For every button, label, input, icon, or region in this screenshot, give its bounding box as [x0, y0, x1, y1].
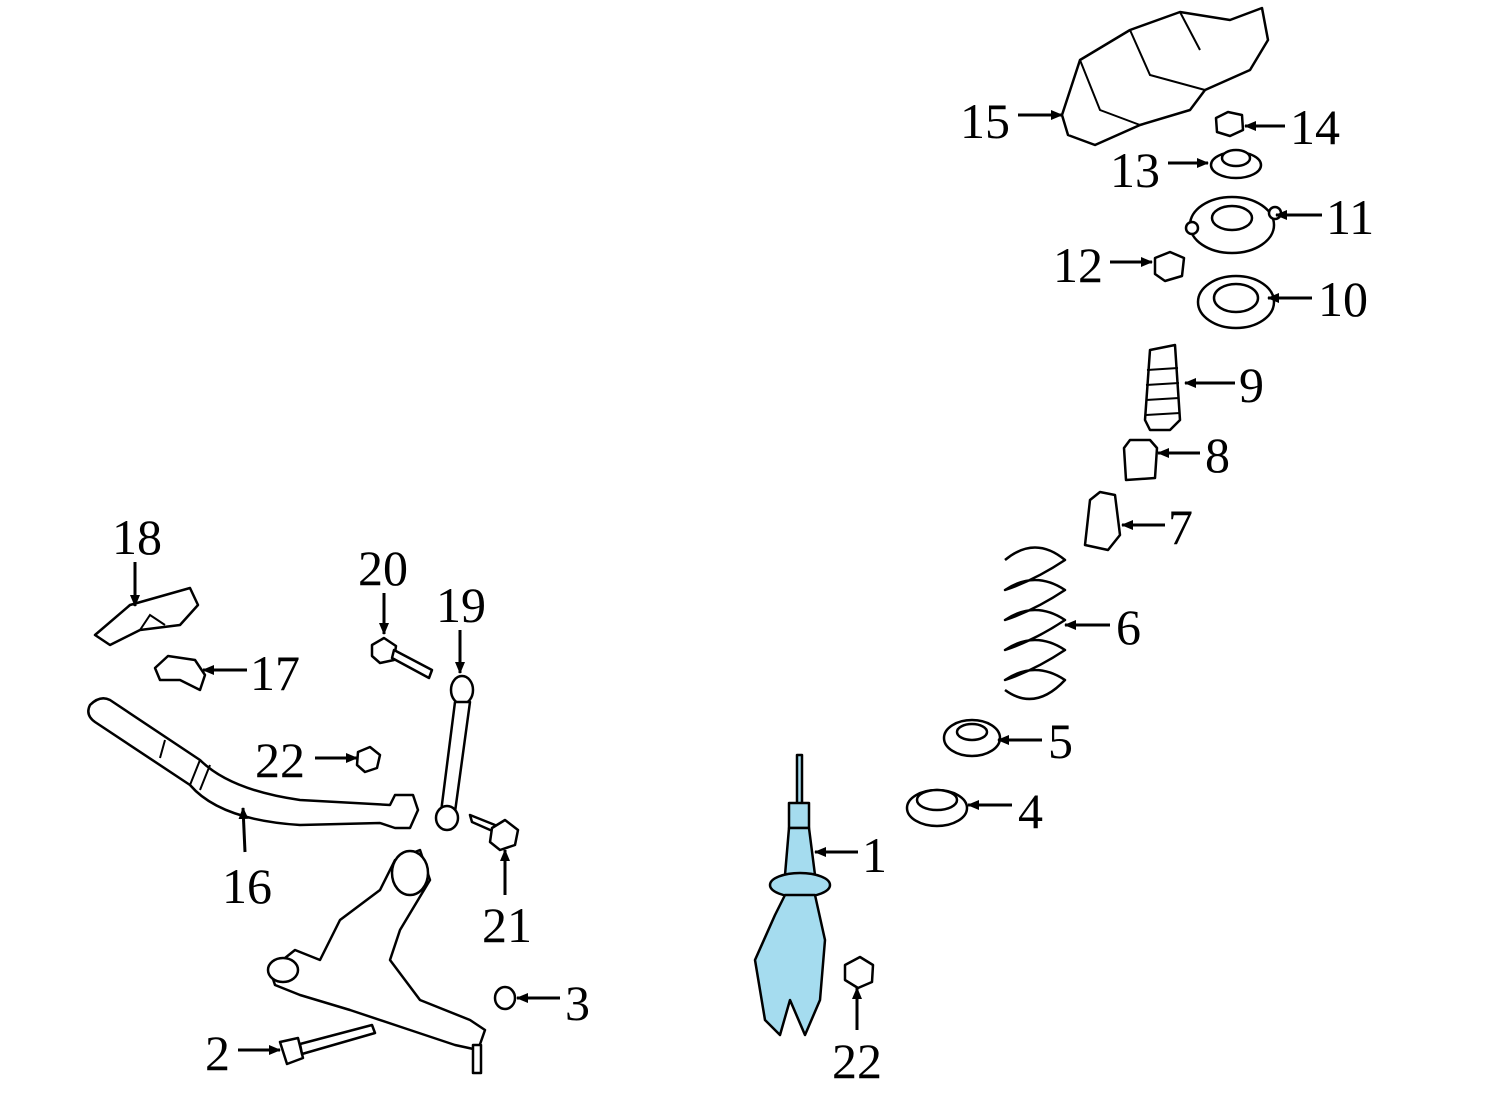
- arrow-16: [238, 807, 249, 853]
- part-15-strut-mount-bracket[interactable]: [1060, 6, 1270, 147]
- part-10-spring-seat[interactable]: [1196, 274, 1276, 330]
- callout-13[interactable]: 13: [1110, 142, 1160, 198]
- part-14-nut[interactable]: [1214, 110, 1245, 138]
- part-8-bump-stop[interactable]: [1122, 438, 1159, 482]
- callout-2[interactable]: 2: [205, 1025, 230, 1081]
- callout-6[interactable]: 6: [1116, 599, 1141, 655]
- callout-5[interactable]: 5: [1048, 713, 1073, 769]
- callout-22-lower[interactable]: 22: [832, 1033, 882, 1089]
- part-lower-control-arm[interactable]: [266, 848, 487, 1075]
- callout-1[interactable]: 1: [862, 827, 887, 883]
- part-18-bracket[interactable]: [93, 586, 200, 647]
- callout-11[interactable]: 11: [1326, 189, 1374, 245]
- callout-7[interactable]: 7: [1168, 499, 1193, 555]
- callout-12[interactable]: 12: [1053, 237, 1103, 293]
- part-7-bump-stop[interactable]: [1083, 490, 1122, 552]
- callout-16[interactable]: 16: [222, 858, 272, 914]
- part-17-bushing[interactable]: [153, 654, 207, 692]
- part-20-bolt[interactable]: [370, 636, 434, 680]
- part-19-stabilizer-link[interactable]: [434, 674, 475, 832]
- callout-labels: 15 14 13 11 12 10 9 8 7 6 5 4 1 22 3 2 2…: [112, 93, 1374, 1089]
- part-11-upper-mount[interactable]: [1184, 195, 1283, 255]
- callout-20[interactable]: 20: [358, 540, 408, 596]
- callout-19[interactable]: 19: [436, 577, 486, 633]
- part-1-strut-assembly[interactable]: [753, 753, 832, 1037]
- part-12-nut[interactable]: [1153, 250, 1186, 283]
- part-3-nut[interactable]: [493, 985, 517, 1011]
- part-22-nut-lower[interactable]: [843, 955, 875, 990]
- part-6-coil-spring[interactable]: [1003, 546, 1067, 701]
- part-4-isolator[interactable]: [905, 788, 969, 828]
- callout-8[interactable]: 8: [1205, 427, 1230, 483]
- part-13-bearing[interactable]: [1209, 148, 1263, 180]
- callout-18[interactable]: 18: [112, 509, 162, 565]
- part-16-stabilizer-bar[interactable]: [87, 697, 420, 830]
- callout-14[interactable]: 14: [1290, 99, 1340, 155]
- part-22-nut-upper[interactable]: [355, 745, 382, 774]
- part-2-bolt[interactable]: [278, 1023, 377, 1066]
- callout-15[interactable]: 15: [960, 93, 1010, 149]
- callout-21[interactable]: 21: [482, 897, 532, 953]
- callout-22-upper[interactable]: 22: [255, 732, 305, 788]
- callout-3[interactable]: 3: [565, 975, 590, 1031]
- part-9-dust-boot[interactable]: [1143, 343, 1182, 432]
- callout-9[interactable]: 9: [1239, 357, 1264, 413]
- part-21-bolt[interactable]: [468, 813, 520, 852]
- callout-17[interactable]: 17: [250, 645, 300, 701]
- callout-arrows: [130, 110, 1322, 1055]
- callout-4[interactable]: 4: [1018, 783, 1043, 839]
- callout-10[interactable]: 10: [1318, 271, 1368, 327]
- part-5-spring-seat[interactable]: [942, 718, 1002, 758]
